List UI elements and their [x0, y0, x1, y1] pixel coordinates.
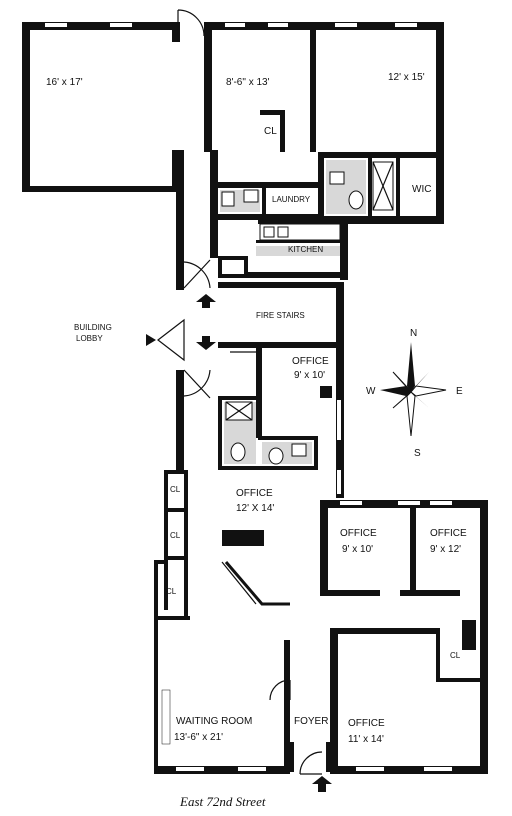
- label-waiting-dim: 13'-6" x 21': [174, 732, 223, 743]
- label-office-2-dim: 12' X 14': [236, 503, 274, 514]
- label-office-4-dim: 9' x 12': [430, 544, 461, 555]
- arrow-down-icon: [196, 336, 216, 350]
- compass-s: S: [414, 448, 421, 459]
- label-foyer: FOYER: [294, 716, 328, 727]
- label-fire-stairs: FIRE STAIRS: [256, 311, 305, 320]
- label-lobby: LOBBY: [76, 334, 103, 343]
- bath-lower: [218, 351, 318, 470]
- closet-right: [436, 630, 484, 682]
- room-bedroom-c: [310, 22, 444, 222]
- label-office-5-name: OFFICE: [348, 718, 385, 729]
- label-office-5-dim: 11' x 14': [348, 734, 384, 745]
- offices-right: [320, 500, 488, 700]
- label-bedroom-c: 12' x 15': [388, 72, 425, 83]
- office-middle: [221, 530, 290, 606]
- label-building: BUILDING: [74, 323, 112, 332]
- compass-e: E: [456, 386, 463, 397]
- door-swing-entry: [299, 751, 323, 775]
- door-swing-foyer: [269, 679, 291, 701]
- label-office-3-dim: 9' x 10': [342, 544, 373, 555]
- arrow-up-icon: [196, 294, 216, 308]
- label-office-1-name: OFFICE: [292, 356, 329, 367]
- label-wic: WIC: [412, 184, 431, 195]
- door-swing-top: [177, 9, 205, 42]
- fire-stairs: [218, 282, 344, 348]
- door-swing-lobby-lower: [183, 369, 211, 399]
- lower-walls: [154, 616, 488, 774]
- label-closet-1: CL: [264, 126, 277, 137]
- label-closet-2: CL: [170, 485, 181, 494]
- lobby-entry: [157, 318, 185, 362]
- compass-icon: [380, 342, 447, 437]
- label-closet-3: CL: [170, 531, 181, 540]
- label-office-4-name: OFFICE: [430, 528, 467, 539]
- arrow-right-icon: [146, 334, 156, 346]
- label-bedroom-a: 16' x 17': [46, 77, 83, 88]
- street-label: East 72nd Street: [179, 794, 266, 809]
- label-office-2-name: OFFICE: [236, 488, 273, 499]
- label-bedroom-b: 8'-6" x 13': [226, 77, 270, 88]
- label-office-3-name: OFFICE: [340, 528, 377, 539]
- compass-n: N: [410, 328, 417, 339]
- door-swing-lobby-upper: [183, 259, 211, 289]
- office-upper: [256, 348, 344, 498]
- kitchen-area: [218, 220, 348, 280]
- label-office-1-dim: 9' x 10': [294, 370, 325, 381]
- room-bedroom-b: [204, 22, 316, 152]
- room-bedroom-a: [22, 22, 180, 192]
- label-closet-5: CL: [450, 651, 461, 660]
- compass-w: W: [366, 386, 376, 397]
- closets-left: [154, 470, 190, 620]
- label-waiting-name: WAITING ROOM: [176, 716, 252, 727]
- entry-arrow-icon: [312, 776, 332, 792]
- label-kitchen: KITCHEN: [288, 245, 323, 254]
- corridor-walls: [176, 150, 218, 470]
- label-laundry: LAUNDRY: [272, 195, 311, 204]
- label-closet-4: CL: [166, 587, 177, 596]
